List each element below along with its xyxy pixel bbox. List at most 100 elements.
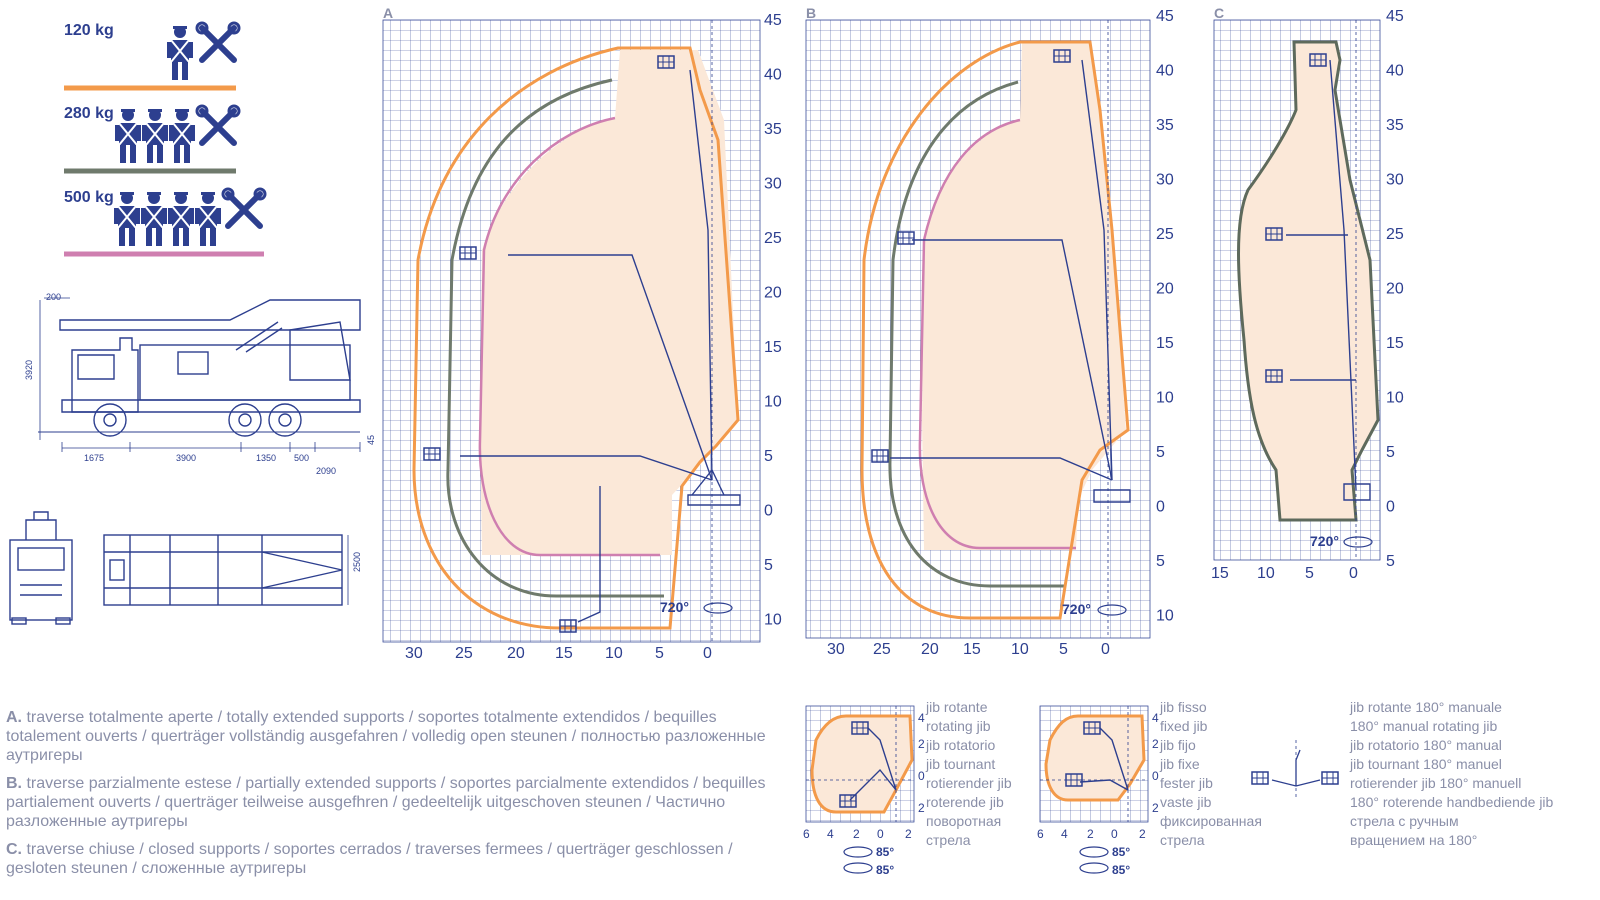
dim-label: 2090 (316, 466, 336, 476)
y-tick-label: 5 (1386, 553, 1395, 570)
panel-letter: A (383, 5, 393, 21)
y-tick-label: 20 (1156, 281, 1174, 298)
x-tick-label: 15 (555, 645, 573, 662)
envelope-500kg (918, 118, 1076, 550)
x-tick-label: 5 (1059, 641, 1068, 658)
y-tick-label: 35 (1156, 117, 1174, 134)
rotation-label: 720° (1310, 533, 1339, 549)
legend-label: 120 kg (64, 22, 114, 39)
rotation-icon (1079, 862, 1109, 874)
legend-item-500: 500 kg (64, 189, 265, 257)
x-tick-label: 10 (1257, 565, 1275, 582)
worker-icon (114, 108, 142, 164)
y-tick-label: 5 (1156, 553, 1165, 570)
jib-fixed-labels: jib fisso fixed jib jib fijo jib fixe fe… (1160, 698, 1262, 850)
y-tick-label: 10 (764, 394, 782, 411)
description-a: A. traverse totalmente aperte / totally … (6, 709, 766, 764)
dim-label: 3900 (176, 453, 196, 463)
jib-label: 180° manual rotating jib (1350, 718, 1498, 734)
x-tick-label: 0 (703, 645, 712, 662)
x-tick-label: 30 (827, 641, 845, 658)
rotation-icon (843, 862, 873, 874)
x-tick-label: 2 (1139, 827, 1146, 841)
y-tick-label: 10 (764, 612, 782, 629)
y-tick-label: 25 (764, 230, 782, 247)
y-tick-label: 2 (1152, 737, 1159, 751)
angle-label: 85° (1112, 845, 1130, 859)
angle-label: 85° (876, 845, 894, 859)
jib-label: поворотная (926, 813, 1002, 829)
x-tick-label: 2 (853, 827, 860, 841)
jib-envelope (810, 714, 914, 814)
jib-label: jib rotatorio 180° manual (1350, 737, 1502, 753)
worker-icon (140, 191, 168, 247)
jib-label: jib tournant (926, 756, 996, 772)
manual-jib-labels: jib rotante 180° manuale 180° manual rot… (1350, 698, 1553, 850)
envelope-280kg (888, 80, 1066, 588)
dim-label: 200 (46, 292, 61, 302)
y-tick-label: 30 (764, 176, 782, 193)
x-tick-label: 0 (1111, 827, 1118, 841)
jib-label: fixed jib (1160, 718, 1208, 734)
y-tick-label: 5 (764, 448, 773, 465)
description-c: C. traverse chiuse / closed supports / s… (6, 841, 733, 877)
jib-label: jib tournant 180° manuel (1350, 756, 1502, 772)
jib-label: jib rotante 180° manuale (1350, 699, 1502, 715)
x-tick-label: 10 (1011, 641, 1029, 658)
rotation-icon (843, 846, 873, 858)
y-tick-label: 5 (1386, 444, 1395, 461)
x-tick-label: 0 (877, 827, 884, 841)
worker-icon (168, 108, 196, 164)
worker-icon (113, 191, 141, 247)
jib-label: фиксированная (1160, 813, 1262, 829)
legend-item-120: 120 kg (64, 22, 239, 91)
y-tick-label: 0 (764, 503, 773, 520)
y-tick-label: 40 (764, 67, 782, 84)
jib-label: вращением на 180° (1350, 832, 1478, 848)
truck-top-view (103, 534, 349, 606)
envelope-500kg (478, 116, 660, 557)
jib-label: стрела с ручным (1350, 813, 1459, 829)
x-tick-label: 2 (905, 827, 912, 841)
manual-jib-icon (1251, 740, 1339, 800)
jib-label: стрела (1160, 832, 1205, 848)
legend-label: 280 kg (64, 105, 114, 122)
rotation-icon (1343, 536, 1373, 548)
x-tick-label: 20 (921, 641, 939, 658)
y-tick-label: 40 (1156, 63, 1174, 80)
y-tick-label: 0 (918, 769, 925, 783)
y-tick-label: 4 (918, 711, 925, 725)
x-tick-label: 5 (1305, 565, 1314, 582)
boom-positions (1286, 59, 1371, 501)
rotation-label: 720° (660, 599, 689, 615)
dim-label: 500 (294, 453, 309, 463)
y-tick-label: 10 (1156, 390, 1174, 407)
x-tick-label: 10 (605, 645, 623, 662)
y-tick-label: 35 (1386, 117, 1404, 134)
y-tick-label: 15 (1156, 335, 1174, 352)
x-tick-label: 2 (1087, 827, 1094, 841)
dim-label: 45 (366, 435, 376, 445)
worker-icon (167, 191, 195, 247)
y-tick-label: 10 (1386, 390, 1404, 407)
y-tick-label: 2 (918, 801, 925, 815)
description-b: B. traverse parzialmente estese / partia… (6, 775, 766, 830)
jib-rotating-labels: jib rotante rotating jib jib rotatorio j… (926, 698, 1012, 850)
tools-icon (197, 23, 239, 60)
jib-label: jib rotante (926, 699, 988, 715)
jib-label: rotierender jib 180° manuell (1350, 775, 1522, 791)
x-tick-label: 5 (655, 645, 664, 662)
jib-label: jib fisso (1160, 699, 1207, 715)
truck-front-view (9, 511, 73, 625)
y-tick-label: 4 (1152, 711, 1159, 725)
